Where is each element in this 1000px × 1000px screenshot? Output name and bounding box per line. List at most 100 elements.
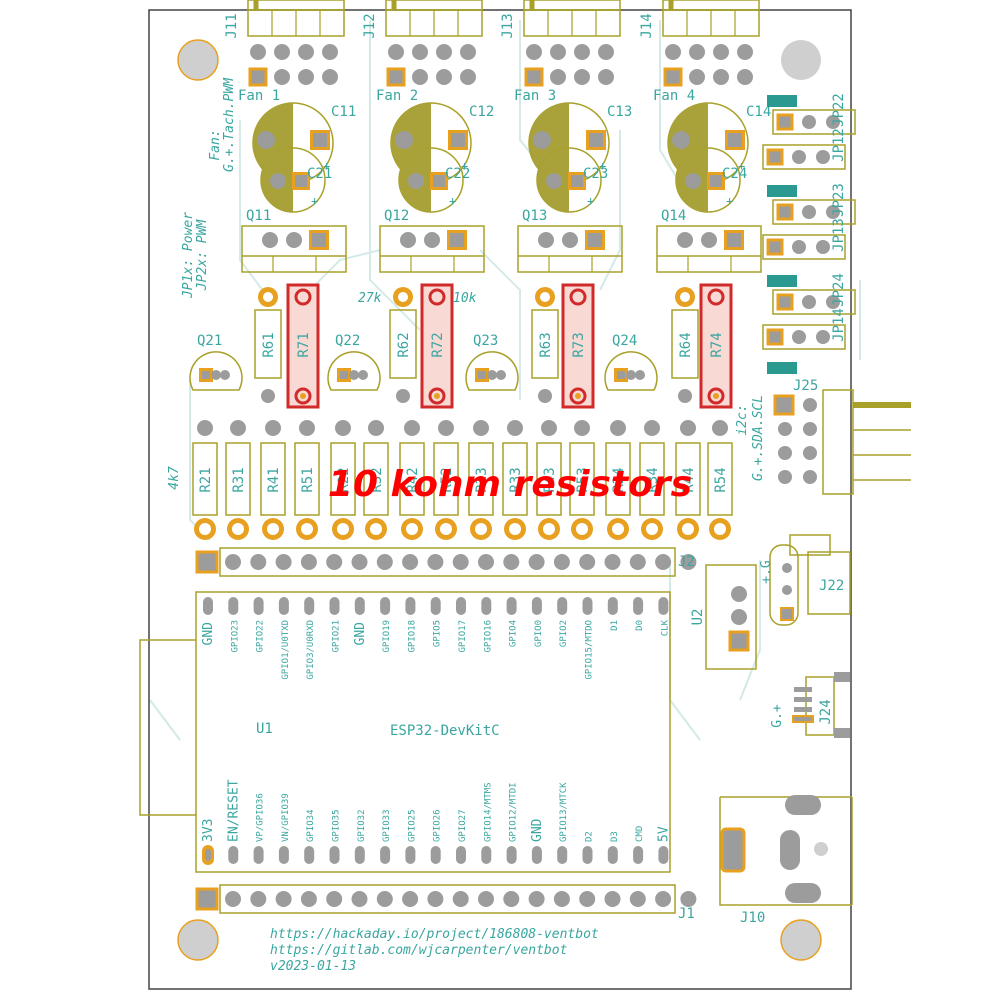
transistor-label: Q24	[612, 333, 637, 349]
u1-bottom-pin-1-hole	[205, 849, 211, 861]
jumper-outline	[772, 199, 856, 225]
row-resistor-pad-drill	[714, 523, 726, 535]
j2-pin	[326, 554, 343, 570]
u1-top-pin-label: GPIO5	[433, 620, 443, 647]
fan-header-pad	[274, 44, 290, 60]
j10-pad	[720, 827, 746, 873]
row-resistor-label: R23	[474, 467, 490, 492]
j1-pin	[478, 891, 494, 907]
mounting-hole	[178, 920, 218, 960]
j1-pin	[351, 891, 368, 907]
j24-tab	[834, 672, 850, 682]
fan-header-pad	[598, 44, 614, 60]
mosfet-label: Q14	[661, 208, 686, 224]
mosfet-pad	[538, 232, 554, 248]
cap-pad	[408, 173, 424, 189]
row-resistor-pad	[368, 420, 384, 436]
row-resistor-pad-drill	[576, 523, 588, 535]
u1-bottom-pin	[228, 846, 239, 864]
row-resistor-label: R44	[681, 467, 697, 492]
jumper-pad	[802, 115, 816, 129]
mosfet-outline	[379, 225, 485, 273]
u1-bottom-pin-label: GPIO13/MTCK	[559, 782, 569, 842]
row-resistor-pad	[610, 420, 626, 436]
transistor-label: Q21	[197, 333, 222, 349]
u1-top-pin	[607, 597, 618, 615]
j1-pin	[629, 891, 646, 907]
u1-bottom-pin-label: VP/GPIO36	[256, 793, 266, 842]
row-resistor-pad-drill	[509, 523, 521, 535]
u1-bottom-pin	[430, 846, 441, 864]
fan-header-pad-1	[248, 67, 268, 87]
j25-pad-1	[773, 394, 795, 416]
fan-header-pad	[460, 44, 476, 60]
u1-bottom-pin	[557, 846, 568, 864]
u1-top-pin	[658, 597, 669, 615]
transistor-outline	[327, 351, 381, 391]
j2-pad-1	[195, 550, 219, 574]
u1-top-pin-label: GPIO15/MTDO	[585, 620, 595, 680]
resistor-pad-highlight	[428, 387, 446, 405]
row-resistor-pad-drill	[543, 523, 555, 535]
u1-top-pin-label: GPIO18	[407, 620, 417, 653]
j2-pin	[225, 554, 241, 570]
j22-pad	[782, 585, 792, 595]
j1-pin	[376, 891, 393, 907]
transistor-pad	[211, 370, 221, 380]
resistor-label: R74	[709, 332, 725, 357]
u1-top-pin	[278, 597, 289, 615]
u1-top-pin-label: GPIO23	[230, 620, 240, 653]
row-resistor-pad	[541, 420, 557, 436]
value-4k7: 4k7	[167, 466, 182, 490]
row-resistor-pad-drill	[440, 523, 452, 535]
jp-note-line-2: JP2x: PWM	[195, 219, 210, 292]
transistor-pad-1	[337, 368, 351, 382]
u1-top-pin-label: GPIO3/U0RXD	[306, 620, 316, 680]
cap-pad	[685, 173, 701, 189]
transistor-outline	[465, 351, 519, 391]
j1-pin	[402, 891, 419, 907]
fan-header-pad	[412, 69, 428, 85]
cap-pad-1	[586, 130, 606, 150]
u1-bottom-pin-label: GPIO25	[407, 809, 417, 842]
row-resistor-pad	[404, 420, 420, 436]
j2-pin	[528, 554, 545, 570]
jumper-pad	[826, 115, 840, 129]
jumper-label: JP12	[831, 128, 847, 162]
transistor-pad	[635, 370, 645, 380]
u1-bottom-pin-label: D2	[585, 831, 595, 842]
fan-header-pad	[388, 44, 404, 60]
transistor-pad	[626, 370, 636, 380]
transistor-pad	[358, 370, 368, 380]
row-resistor-pad-drill	[267, 523, 279, 535]
row-resistor-body	[707, 442, 733, 516]
fan-header-pad	[598, 69, 614, 85]
mosfet-pad	[262, 232, 278, 248]
cap-plus: +	[738, 159, 745, 173]
row-resistor-label: R32	[369, 467, 385, 492]
resistor-pad-drill	[680, 292, 690, 302]
row-resistor-body	[433, 442, 459, 516]
resistor-pad-highlight	[707, 387, 725, 405]
j1-pin	[452, 891, 469, 907]
cap-small-label: C23	[583, 166, 608, 182]
jumper-label: JP22	[831, 93, 847, 127]
u1-top-pin-label: D1	[610, 620, 620, 631]
u1-top-pin-label: GND	[201, 622, 216, 646]
u1-top-pin-label: GPIO19	[382, 620, 392, 653]
resistor-pad-drill	[540, 292, 550, 302]
cap-big-label: C14	[746, 104, 771, 120]
u2-outline	[705, 564, 757, 670]
jumper-pad	[826, 295, 840, 309]
u1-bottom-pin	[607, 846, 618, 864]
resistor-pad	[261, 389, 275, 403]
transistor-pad	[349, 370, 359, 380]
resistor-pad	[396, 389, 410, 403]
mosfet-outline	[656, 225, 762, 273]
j22-body	[807, 551, 851, 615]
fan-header-pad	[274, 69, 290, 85]
cap-small-label: C22	[445, 166, 470, 182]
cap-plus: +	[461, 159, 468, 173]
row-resistor-body	[502, 442, 528, 516]
mosfet-pad-1	[585, 230, 605, 250]
